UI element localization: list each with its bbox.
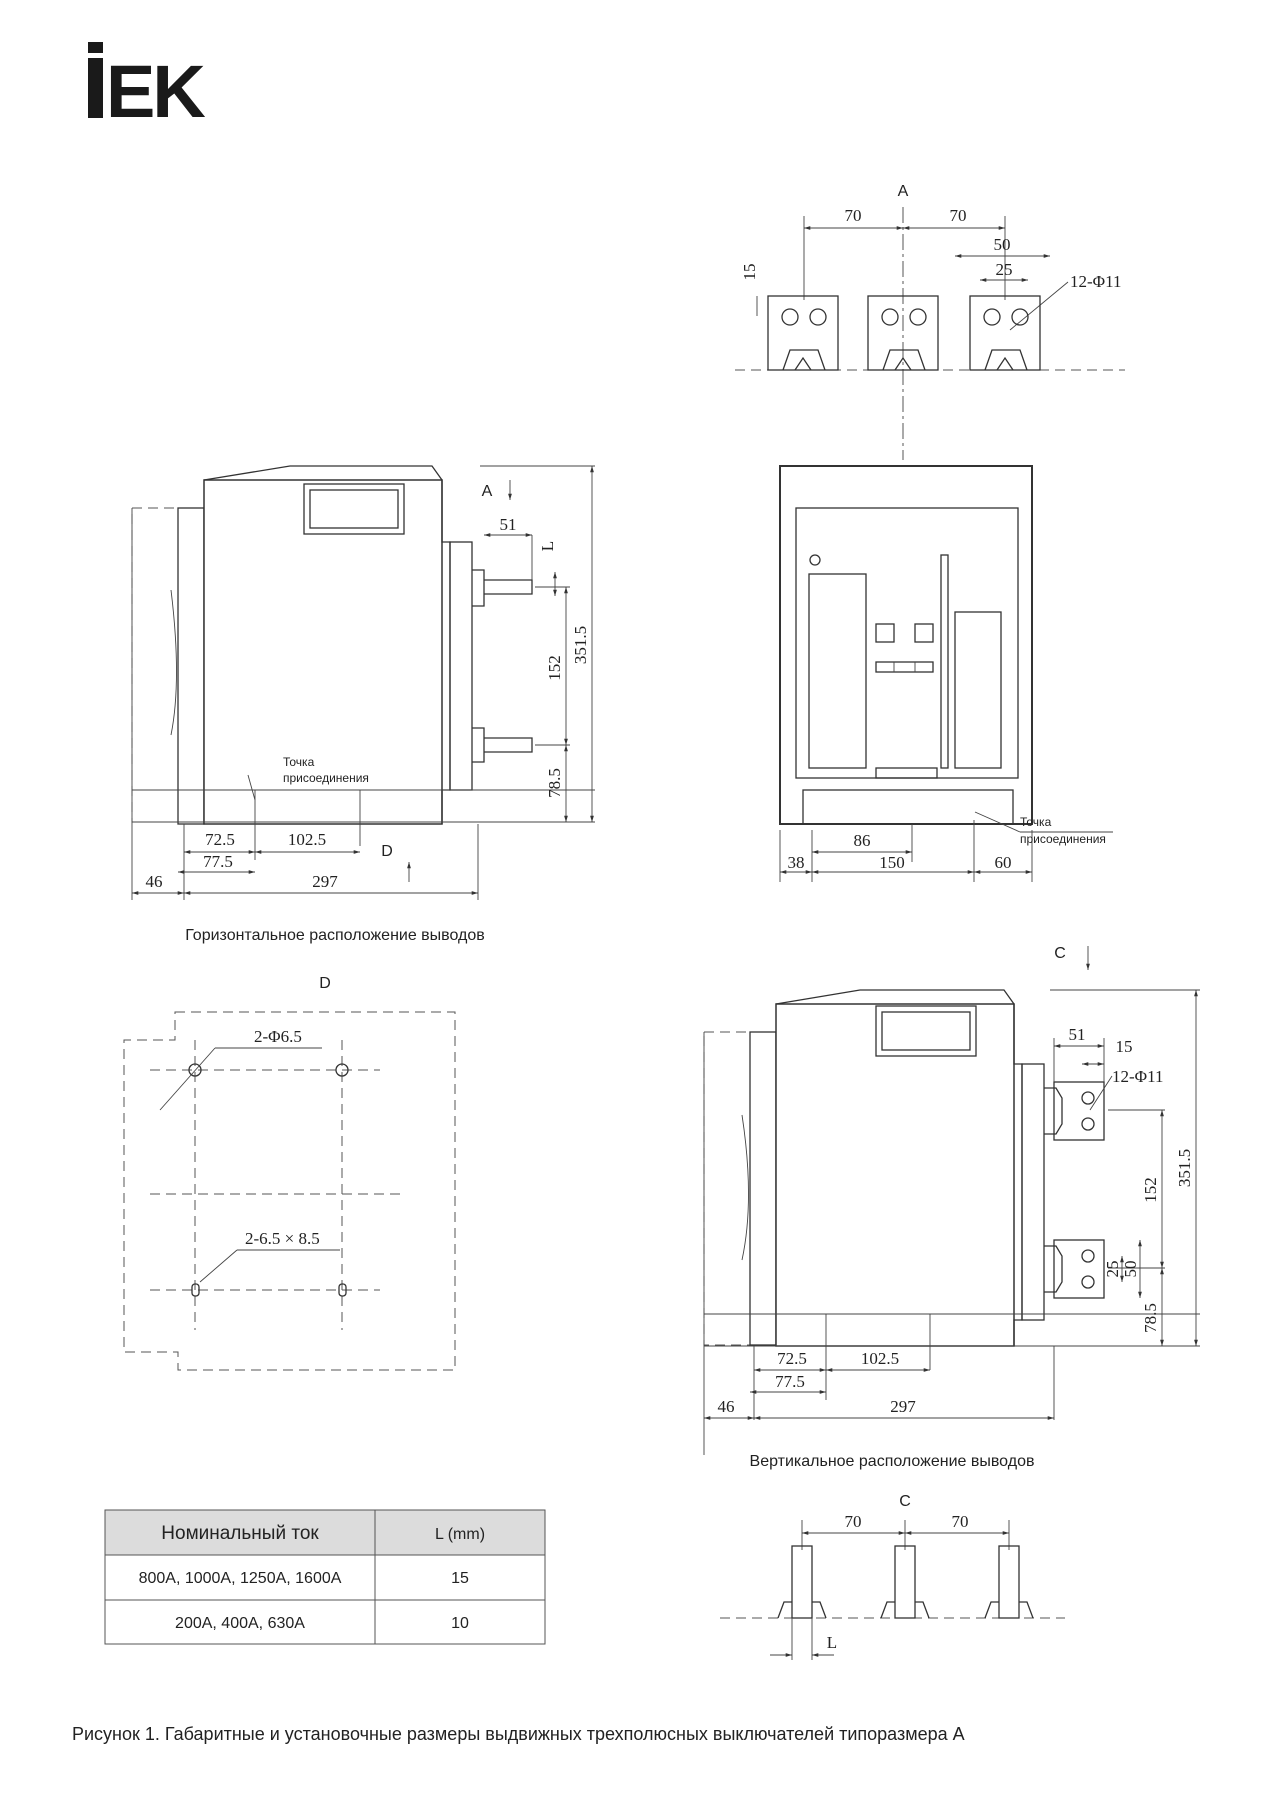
dim-side-v-50: 50 <box>1121 1261 1140 1278</box>
side-view-vertical: C 51 15 <box>703 945 1200 1470</box>
mount-hole-right <box>335 1063 349 1077</box>
dim-view-c-70-left: 70 <box>845 1512 862 1531</box>
dim-top-25: 25 <box>996 260 1013 279</box>
terminal-left <box>767 295 839 371</box>
current-table: Номинальный ток L (mm) 800A, 1000A, 1250… <box>104 1509 546 1645</box>
side-h-arrow-a-label: A <box>482 483 493 500</box>
front-point-label-2: присоединения <box>1020 832 1106 846</box>
mount-slot-left <box>191 1283 200 1297</box>
table-header-current: Номинальный ток <box>161 1523 319 1544</box>
terminal-middle <box>867 295 939 371</box>
view-a-label: A <box>898 183 909 200</box>
dim-top-70-left: 70 <box>845 206 862 225</box>
dim-side-v-25: 25 <box>1103 1261 1122 1278</box>
top-view-a: A 70 70 50 25 15 12-Φ11 <box>735 183 1125 460</box>
side-h-arrow-d-label: D <box>381 843 393 860</box>
dim-side-h-77-5: 77.5 <box>203 852 233 871</box>
view-d-label: D <box>319 975 331 992</box>
caption-vertical: Вертикальное расположение выводов <box>750 1453 1035 1470</box>
dim-side-v-51: 51 <box>1069 1025 1086 1044</box>
vertical-terminal-upper <box>1044 1081 1105 1141</box>
vertical-terminal-lower <box>1044 1239 1105 1299</box>
dim-side-v-78-5: 78.5 <box>1141 1303 1160 1333</box>
view-c-terminal-left <box>777 1545 827 1619</box>
dim-side-h-102-5: 102.5 <box>288 830 326 849</box>
dim-side-v-351-5: 351.5 <box>1175 1149 1194 1187</box>
side-v-arrow-c-label: C <box>1054 945 1066 962</box>
dim-side-v-15: 15 <box>1116 1037 1133 1056</box>
dim-side-h-72-5: 72.5 <box>205 830 235 849</box>
table-cell-l-1: 15 <box>451 1570 469 1587</box>
table-cell-current-2: 200A, 400A, 630A <box>175 1615 305 1632</box>
caption-horizontal: Горизонтальное расположение выводов <box>185 927 485 944</box>
view-c-terminal-right <box>984 1545 1034 1619</box>
view-c-terminal-middle <box>880 1545 930 1619</box>
side-view-horizontal: A 51 L 152 351.5 78.5 Точка присоединени… <box>131 465 595 944</box>
side-h-point-label-1: Точка <box>283 755 315 769</box>
dim-front-60: 60 <box>995 853 1012 872</box>
holes-2-phi6-5: 2-Φ6.5 <box>254 1027 302 1046</box>
dim-side-v-72-5: 72.5 <box>777 1349 807 1368</box>
view-c: C 70 70 L <box>720 1493 1065 1660</box>
mount-hole-left <box>188 1063 202 1077</box>
dim-top-50: 50 <box>994 235 1011 254</box>
dim-top-70-right: 70 <box>950 206 967 225</box>
dim-front-86: 86 <box>854 831 871 850</box>
table-cell-l-2: 10 <box>451 1615 469 1632</box>
dim-view-c-70-right: 70 <box>952 1512 969 1531</box>
view-c-label: C <box>899 1493 911 1510</box>
dim-view-c-L: L <box>827 1633 837 1652</box>
dim-side-h-L: L <box>538 541 557 551</box>
dim-side-h-51: 51 <box>500 515 517 534</box>
dim-front-38: 38 <box>788 853 805 872</box>
side-h-point-label-2: присоединения <box>283 771 369 785</box>
iek-logo: EK <box>88 42 208 133</box>
dim-side-h-297: 297 <box>312 872 338 891</box>
dim-side-v-46: 46 <box>718 1397 735 1416</box>
dim-top-15: 15 <box>740 264 759 281</box>
slots-2-6-5x8-5: 2-6.5 × 8.5 <box>245 1229 320 1248</box>
holes-12-phi11-side: 12-Φ11 <box>1112 1067 1163 1086</box>
view-d: D 2-Φ6.5 2-6.5 × 8.5 <box>123 975 456 1371</box>
table-header-l: L (mm) <box>435 1526 485 1543</box>
front-point-label-1: Точка <box>1020 815 1052 829</box>
dim-side-v-297: 297 <box>890 1397 916 1416</box>
dim-side-v-77-5: 77.5 <box>775 1372 805 1391</box>
dim-side-v-152: 152 <box>1141 1177 1160 1203</box>
mount-slot-right <box>338 1283 347 1297</box>
logo-text: EK <box>106 50 205 133</box>
dim-side-h-152: 152 <box>545 655 564 681</box>
figure-caption: Рисунок 1. Габаритные и установочные раз… <box>72 1724 965 1744</box>
dim-side-v-102-5: 102.5 <box>861 1349 899 1368</box>
dim-side-h-351-5: 351.5 <box>571 626 590 664</box>
dim-side-h-78-5: 78.5 <box>545 768 564 798</box>
dim-front-150: 150 <box>879 853 905 872</box>
front-view: 86 38 150 60 Точка присоединения <box>779 465 1113 882</box>
terminal-right <box>969 295 1041 371</box>
holes-12-phi11-top: 12-Φ11 <box>1070 272 1121 291</box>
dim-side-h-46: 46 <box>146 872 163 891</box>
table-cell-current-1: 800A, 1000A, 1250A, 1600A <box>139 1570 342 1587</box>
